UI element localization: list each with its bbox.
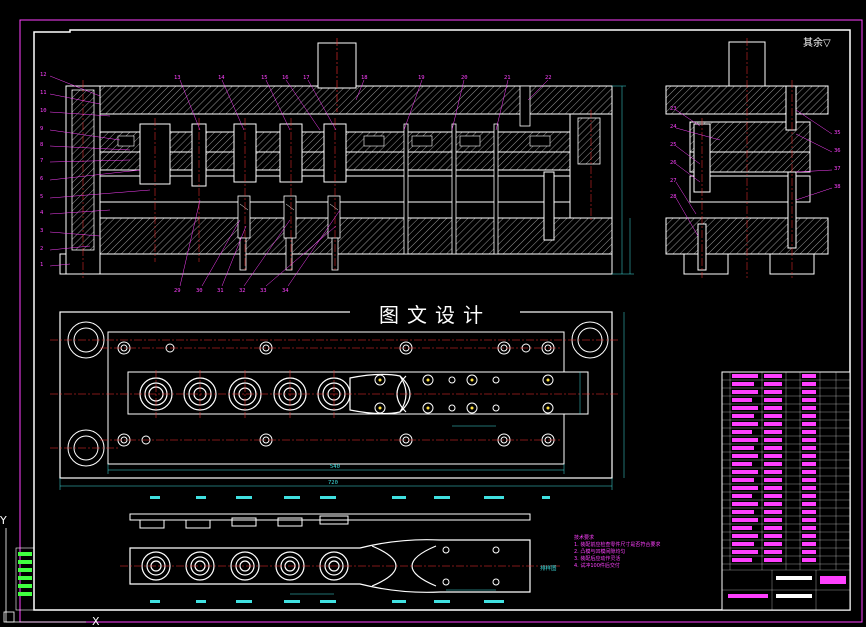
part-number: 33 — [260, 288, 267, 294]
part-number: 11 — [40, 90, 47, 96]
front-section-view — [59, 38, 634, 278]
ucs-axis-icon — [3, 528, 86, 623]
leaders-bottom — [179, 199, 341, 287]
plan-dimensions: 540 720 — [328, 464, 340, 486]
part-numbers-side: 23 24 25 26 27 28 35 36 37 38 — [670, 106, 841, 200]
part-number: 9 — [40, 126, 43, 132]
part-numbers-left: 12 11 10 9 8 7 6 5 4 3 2 1 — [40, 72, 47, 268]
part-number: 23 — [670, 106, 677, 112]
tech-note: 3. 装配后应动作灵活 — [574, 556, 621, 562]
part-number: 18 — [361, 75, 368, 81]
side-section-view — [665, 38, 829, 278]
part-number: 24 — [670, 124, 677, 130]
part-number: 34 — [282, 288, 289, 294]
part-number: 36 — [834, 148, 841, 154]
tech-note: 4. 试冲100件后交付 — [574, 563, 620, 569]
part-numbers-top: 13 14 15 16 17 18 19 20 21 22 — [174, 75, 552, 81]
part-number: 4 — [40, 210, 44, 216]
strip-layout-label: 排样图 — [540, 564, 557, 572]
tech-notes-title: 技术要求 — [574, 535, 595, 541]
part-number: 7 — [40, 158, 43, 164]
tech-note: 1. 装配前应检查零件尺寸是否符合要求 — [574, 542, 661, 548]
strip-layout — [120, 496, 560, 603]
title-block — [721, 371, 851, 611]
tech-note: 2. 凸模与凹模间隙均匀 — [574, 549, 626, 555]
part-number: 21 — [504, 75, 511, 81]
part-number: 12 — [40, 72, 47, 78]
part-number: 15 — [261, 75, 268, 81]
part-number: 26 — [670, 160, 677, 166]
dimension-label: 540 — [330, 464, 340, 470]
part-number: 27 — [670, 178, 677, 184]
part-number: 17 — [303, 75, 310, 81]
part-number: 28 — [670, 194, 677, 200]
part-number: 29 — [174, 288, 181, 294]
part-number: 3 — [40, 228, 43, 234]
ucs-x-label: X — [92, 615, 100, 627]
part-number: 30 — [196, 288, 203, 294]
part-number: 20 — [461, 75, 468, 81]
dimension-label: 720 — [328, 480, 338, 486]
plan-view — [50, 311, 625, 490]
part-number: 25 — [670, 142, 677, 148]
part-numbers-bottom: 29 30 31 32 33 34 — [174, 288, 289, 294]
part-number: 35 — [834, 130, 841, 136]
leaders-top — [179, 79, 549, 131]
leaders-left — [49, 75, 151, 267]
part-number: 38 — [834, 184, 841, 190]
part-number: 6 — [40, 176, 43, 182]
part-number: 2 — [40, 246, 43, 252]
layer-legend — [15, 547, 35, 611]
part-number: 14 — [218, 75, 225, 81]
technical-requirements: 技术要求 1. 装配前应检查零件尺寸是否符合要求 2. 凸模与凹模间隙均匀 3.… — [574, 535, 724, 570]
part-number: 19 — [418, 75, 425, 81]
ucs-y-label: Y — [0, 514, 7, 527]
surface-finish-note: 其余▽ — [803, 38, 831, 49]
leaders-side — [675, 109, 833, 237]
part-number: 1 — [40, 262, 43, 268]
part-number: 32 — [239, 288, 246, 294]
part-number: 16 — [282, 75, 289, 81]
part-number: 8 — [40, 142, 43, 148]
watermark-label: 图文设计 — [350, 300, 520, 330]
part-number: 37 — [834, 166, 841, 172]
part-number: 13 — [174, 75, 181, 81]
part-number: 5 — [40, 194, 43, 200]
part-number: 22 — [545, 75, 552, 81]
part-number: 10 — [40, 108, 47, 114]
part-number: 31 — [217, 288, 224, 294]
